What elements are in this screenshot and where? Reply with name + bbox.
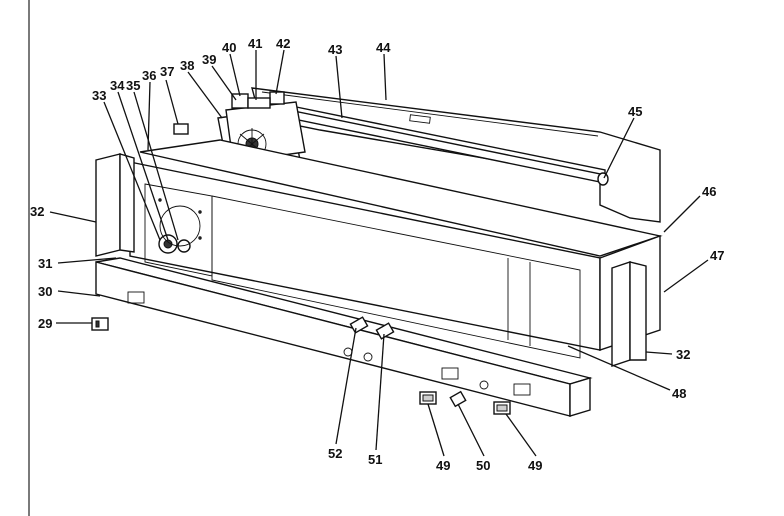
left-end-cap (95, 153, 135, 257)
callout-46: 46 (702, 184, 716, 199)
switch-49b (493, 401, 511, 415)
callout-49-right: 49 (528, 458, 542, 473)
callout-32-right: 32 (676, 347, 690, 362)
leader-lines (49, 49, 709, 457)
callout-labels: 29 30 31 32 32 33 34 35 36 37 38 39 40 4… (30, 36, 724, 473)
callout-42: 42 (276, 36, 290, 51)
callout-50: 50 (476, 458, 490, 473)
callout-43: 43 (328, 42, 342, 57)
callout-29: 29 (38, 316, 52, 331)
lamp-52 (349, 316, 369, 334)
bracket (173, 123, 189, 135)
callout-33: 33 (92, 88, 106, 103)
callout-49-left: 49 (436, 458, 450, 473)
knob-50 (449, 390, 467, 408)
right-end-cap (611, 261, 647, 367)
switch-49a (419, 391, 437, 405)
callout-47: 47 (710, 248, 724, 263)
callout-39: 39 (202, 52, 216, 67)
callout-35: 35 (126, 78, 140, 93)
callout-38: 38 (180, 58, 194, 73)
callout-40: 40 (222, 40, 236, 55)
callout-41: 41 (248, 36, 262, 51)
callout-48: 48 (672, 386, 686, 401)
callout-44: 44 (376, 40, 391, 55)
callout-32-left: 32 (30, 204, 44, 219)
callout-45: 45 (628, 104, 642, 119)
switch-29 (91, 317, 109, 331)
callout-36: 36 (142, 68, 156, 83)
callout-34: 34 (110, 78, 125, 93)
callout-52: 52 (328, 446, 342, 461)
callout-31: 31 (38, 256, 52, 271)
callout-51: 51 (368, 452, 382, 467)
trim-strip (95, 257, 593, 417)
lamp-51 (375, 322, 395, 340)
callout-37: 37 (160, 64, 174, 79)
callout-30: 30 (38, 284, 52, 299)
